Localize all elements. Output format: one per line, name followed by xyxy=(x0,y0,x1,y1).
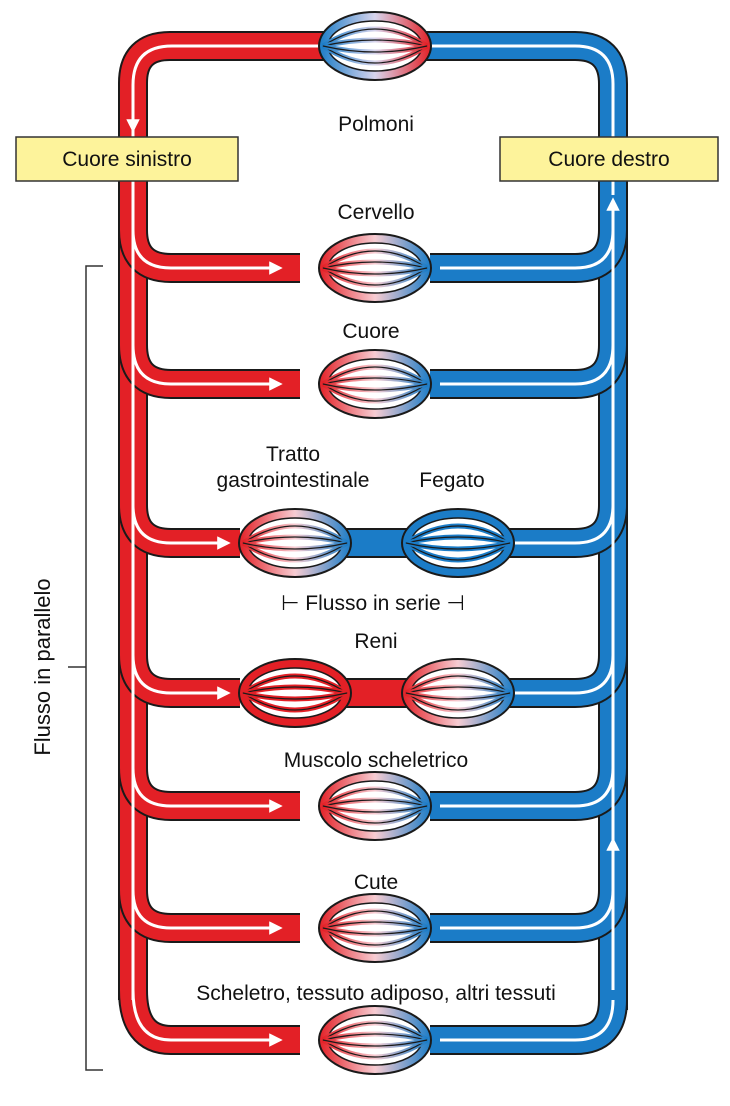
capillary-bed-icon xyxy=(318,233,432,303)
branch-gi-liver xyxy=(118,504,628,558)
capillary-bed-icon xyxy=(318,771,432,841)
label-liver: Fegato xyxy=(419,469,484,492)
capillary-bed-icon xyxy=(401,658,515,728)
label-gi-line2: gastrointestinale xyxy=(217,469,370,492)
arterial-capillary-bed-icon xyxy=(238,658,352,728)
label-kidneys: Reni xyxy=(354,630,397,653)
capillary-bed-icon xyxy=(318,893,432,963)
label-series-flow: ⊢ Flusso in serie ⊣ xyxy=(281,592,465,615)
left-heart-label: Cuore sinistro xyxy=(62,148,192,171)
right-heart-box: Cuore destro xyxy=(499,136,719,182)
capillary-bed-icon xyxy=(238,508,352,578)
label-brain: Cervello xyxy=(337,201,414,224)
label-skeletal-muscle: Muscolo scheletrico xyxy=(284,749,468,772)
capillary-bed-icon xyxy=(318,349,432,419)
branch-kidney xyxy=(118,654,628,708)
label-heart: Cuore xyxy=(342,320,399,343)
parallel-flow-bracket: Flusso in parallelo xyxy=(30,265,103,1071)
label-other-tissues: Scheletro, tessuto adiposo, altri tessut… xyxy=(196,982,556,1005)
capillary-bed-icon xyxy=(318,1005,432,1075)
left-heart-box: Cuore sinistro xyxy=(15,136,239,182)
label-lungs: Polmoni xyxy=(338,113,414,136)
right-heart-label: Cuore destro xyxy=(548,148,669,171)
capillary-bed-icon xyxy=(318,11,432,81)
label-parallel-flow: Flusso in parallelo xyxy=(30,578,55,755)
label-skin: Cute xyxy=(354,871,398,894)
label-gi-line1: Tratto xyxy=(266,443,320,466)
flow-lines xyxy=(126,44,620,1047)
capillary-beds xyxy=(238,11,515,1075)
venous-capillary-bed-icon xyxy=(401,508,515,578)
